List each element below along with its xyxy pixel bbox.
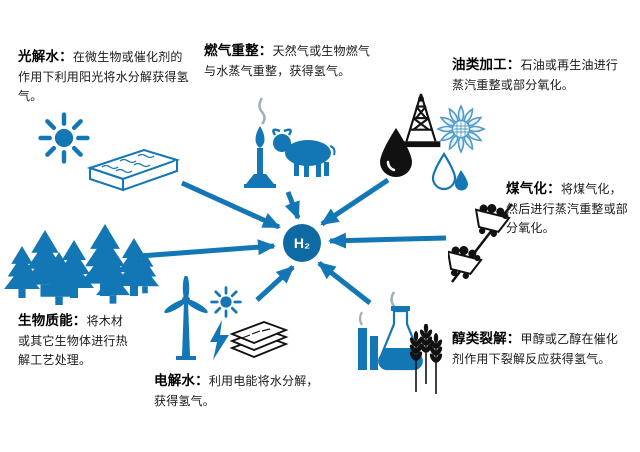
- node-description: 将煤气化，然后进行蒸汽重整或部分氧化。: [506, 182, 629, 235]
- node-description: 将木材或其它生物体进行热解工艺处理。: [18, 314, 128, 367]
- node-alcohol-cracking: 醇类裂解：甲醇或乙醇在催化剂作用下裂解反应获得氢气。: [452, 328, 624, 369]
- node-title: 光解水：: [18, 49, 73, 64]
- node-title: 煤气化：: [506, 181, 561, 196]
- node-oil-processing: 油类加工：石油或再生油进行蒸汽重整或部分氧化。: [452, 54, 624, 95]
- node-description: 在微生物或催化剂的作用下利用阳光将水分解获得氢气。: [18, 50, 189, 103]
- node-title: 生物质能：: [18, 313, 87, 328]
- wheat-icon: [406, 324, 446, 396]
- node-gas-reforming: 燃气重整：天然气或生物燃气与水蒸气重整，获得氢气。: [204, 40, 374, 81]
- arrow-alcohol: [317, 261, 372, 305]
- node-title: 燃气重整：: [204, 43, 273, 58]
- arrow-photolysis: [180, 180, 281, 230]
- sun-icon: [38, 112, 90, 164]
- node-photolysis: 光解水：在微生物或催化剂的作用下利用阳光将水分解获得氢气。: [18, 46, 194, 106]
- node-description: 天然气或生物燃气与水蒸气重整，获得氢气。: [204, 44, 371, 78]
- arrow-electrolysis: [255, 265, 295, 302]
- oil-drop-icon: [376, 126, 416, 178]
- node-description: 利用电能将水分解，获得氢气。: [154, 374, 319, 408]
- water-basin-icon: [86, 146, 181, 196]
- arrow-biomass: [139, 239, 276, 259]
- forest-icon: [4, 210, 159, 305]
- node-coal-gasification: 煤气化：将煤气化，然后进行蒸汽重整或部分氧化。: [506, 178, 630, 238]
- node-title: 油类加工：: [452, 57, 521, 72]
- node-description: 甲醇或乙醇在催化剂作用下裂解反应获得氢气。: [452, 332, 619, 366]
- water-drops-icon: [430, 152, 470, 198]
- center-h2-node: H₂: [283, 224, 321, 262]
- node-title: 电解水：: [154, 373, 209, 388]
- sunflower-icon: [436, 104, 486, 154]
- arrow-reforming: [284, 191, 301, 220]
- node-description: 石油或再生油进行蒸汽重整或部分氧化。: [452, 58, 619, 92]
- metal-plates-icon: [228, 314, 290, 366]
- arrow-coal: [328, 232, 447, 249]
- cow-icon: [268, 126, 338, 181]
- node-electrolysis: 电解水：利用电能将水分解，获得氢气。: [154, 370, 322, 411]
- node-title: 醇类裂解：: [452, 331, 521, 346]
- arrow-oil: [320, 177, 390, 227]
- node-biomass: 生物质能：将木材或其它生物体进行热解工艺处理。: [18, 310, 134, 370]
